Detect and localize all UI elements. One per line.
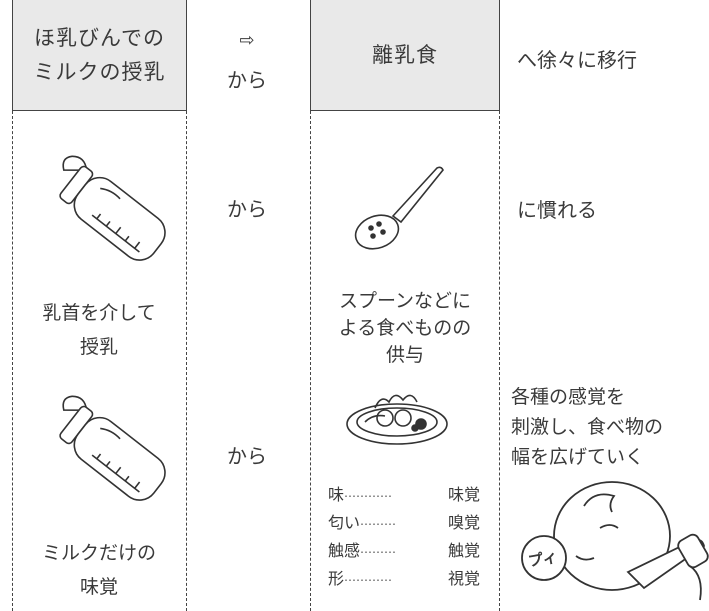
food-plate-icon <box>346 394 448 445</box>
row1-right-caption: スプーンなどに よる食べものの 供与 <box>310 288 500 369</box>
row2-result-text: 各種の感覚を 刺激し、食べ物の 幅を広げていく <box>511 382 663 472</box>
row1-result-text: に慣れる <box>517 198 597 222</box>
header-weaning-food: 離乳食 <box>310 0 500 111</box>
right-column-left-border <box>310 111 311 611</box>
header-from-label: から <box>227 68 267 92</box>
row1-left-caption-line1: 乳首を介して <box>42 302 156 324</box>
row1-left-caption: 乳首を介して 授乳 <box>12 296 186 364</box>
row2-left-caption: ミルクだけの 味覚 <box>12 536 186 604</box>
row2-result-line3: 幅を広げていく <box>511 446 645 468</box>
header-bottle-feeding: ほ乳びんでの ミルクの授乳 <box>12 0 187 111</box>
spoon-icon <box>354 166 444 250</box>
sense-row-sight: 形 ………… 視覚 <box>328 569 480 588</box>
baby-bottle-icon <box>59 155 166 261</box>
header-bottle-line1: ほ乳びんでの <box>34 26 165 50</box>
row2-from-label: から <box>227 444 267 468</box>
header-weaning-label: 離乳食 <box>372 43 438 67</box>
row1-right-caption-line2: よる食べものの <box>338 317 472 339</box>
row1-right-caption-line1: スプーンなどに <box>338 290 472 312</box>
transition-arrow: ⇨ <box>239 30 255 51</box>
right-column-right-border <box>499 111 500 611</box>
sense-row-touch: 触感 ……… 触覚 <box>328 541 480 560</box>
row2-result-line2: 刺激し、食べ物の <box>511 416 664 438</box>
header-result-text: へ徐々に移行 <box>517 48 637 72</box>
baby-bottle-icon-2 <box>59 395 166 501</box>
sense-row-taste: 味 ………… 味覚 <box>328 485 480 504</box>
left-column-right-border <box>186 111 187 611</box>
sense-row-smell: 匂い ……… 嗅覚 <box>328 513 480 532</box>
row1-left-caption-line2: 授乳 <box>79 336 118 358</box>
row1-right-caption-line3: 供与 <box>385 344 424 366</box>
row2-left-caption-line1: ミルクだけの <box>41 542 156 564</box>
row1-from-label: から <box>227 197 267 221</box>
row2-result-line1: 各種の感覚を <box>511 386 626 408</box>
header-bottle-line2: ミルクの授乳 <box>33 60 166 84</box>
left-column-left-border <box>12 111 13 611</box>
row2-left-caption-line2: 味覚 <box>79 576 118 598</box>
baby-refusing-bottle-icon <box>521 481 709 601</box>
